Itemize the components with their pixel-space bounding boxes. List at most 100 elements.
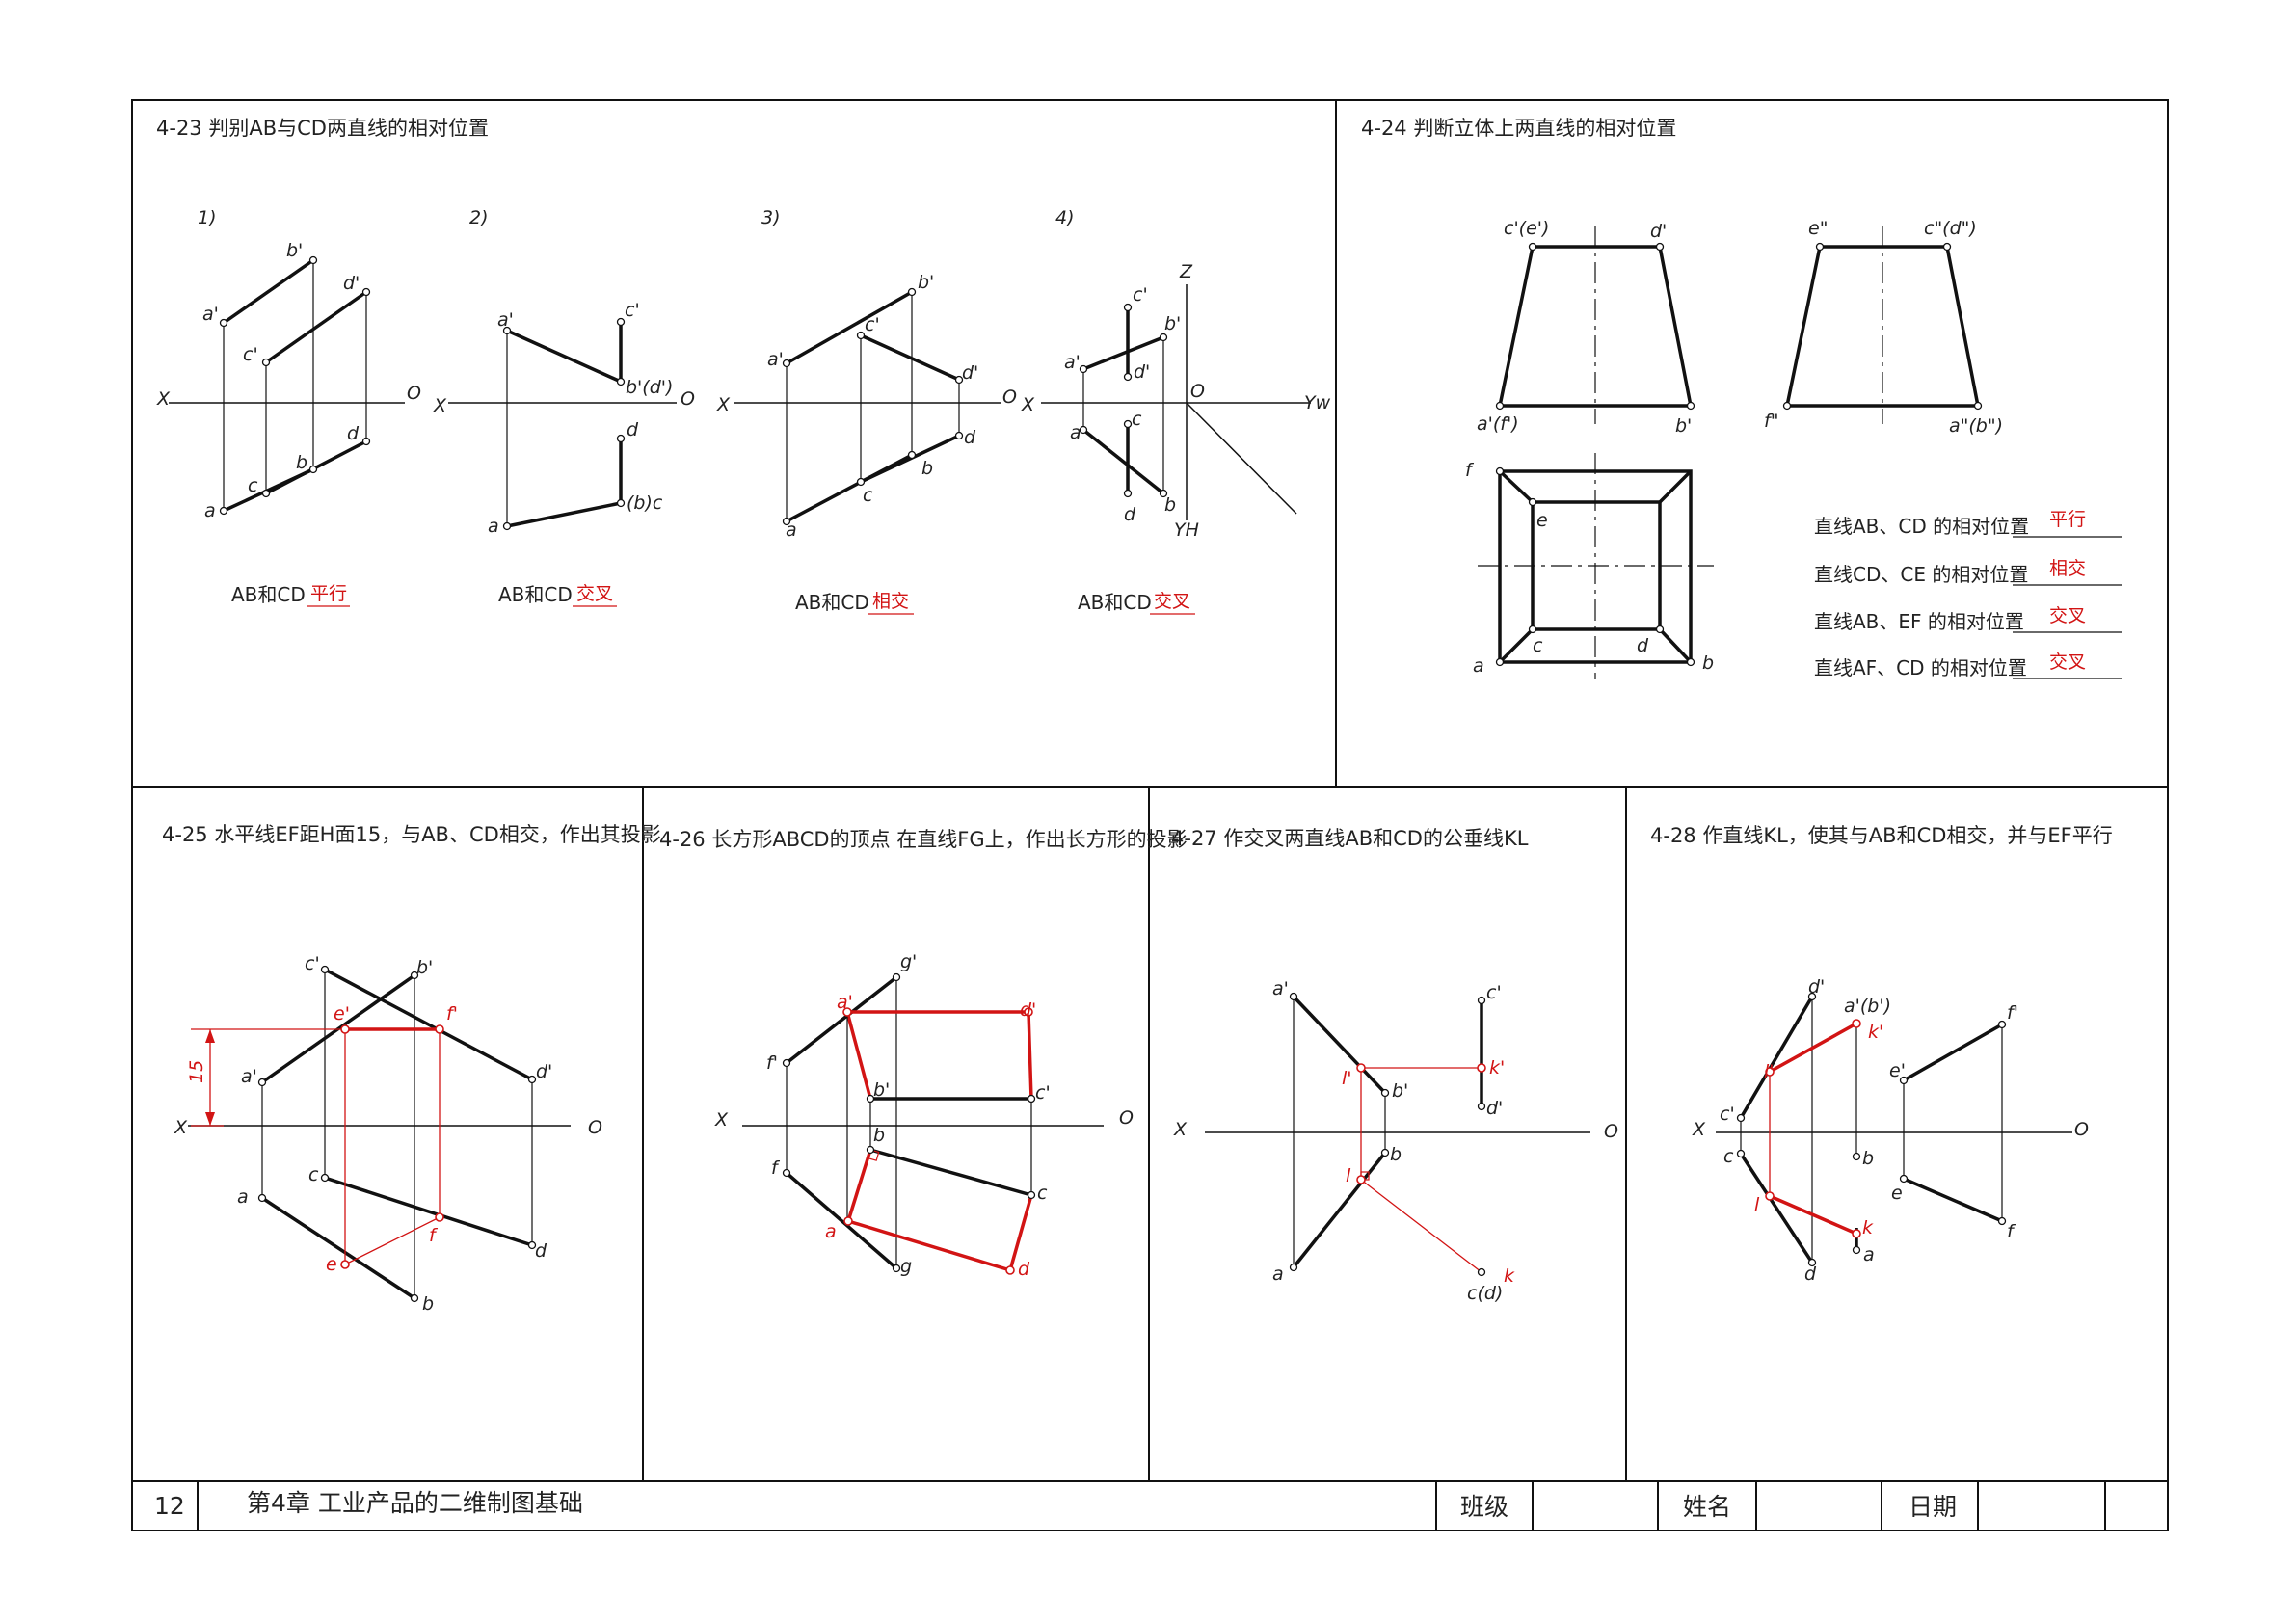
label: d bbox=[347, 423, 360, 444]
label: d bbox=[535, 1240, 547, 1262]
label: e' bbox=[1889, 1060, 1906, 1081]
front-view: c'(e') d' a'(f') b' bbox=[1477, 218, 1695, 437]
question: 直线AB、CD 的相对位置 bbox=[1814, 515, 2029, 538]
label: d bbox=[1124, 504, 1136, 525]
answer: 交叉 bbox=[2049, 605, 2086, 626]
label: a bbox=[488, 516, 499, 537]
label: b'(d') bbox=[626, 377, 673, 398]
axis-x: X bbox=[1021, 394, 1035, 415]
title-4-28: 4-28 作直线KL，使其与AB和CD相交，并与EF平行 bbox=[1650, 824, 2113, 847]
label: d bbox=[1804, 1264, 1817, 1285]
axis-o: O bbox=[588, 1117, 602, 1138]
label: e" bbox=[1808, 218, 1828, 239]
axis-x: X bbox=[714, 1109, 729, 1131]
top-view: f e a c d b bbox=[1465, 453, 1714, 679]
problem-4-23: 4-23 判别AB与CD两直线的相对位置 1) X O bbox=[156, 117, 1331, 615]
label: a' bbox=[202, 304, 219, 325]
label: e bbox=[1536, 510, 1548, 531]
label: f" bbox=[1764, 411, 1778, 432]
label: b' bbox=[1392, 1080, 1408, 1102]
label: b bbox=[1390, 1144, 1402, 1165]
date-field[interactable] bbox=[1980, 1484, 2103, 1529]
caption: AB和CD bbox=[795, 591, 869, 614]
label: d bbox=[1637, 635, 1649, 656]
axis-o: O bbox=[1002, 386, 1017, 408]
red-label: l bbox=[1754, 1194, 1760, 1215]
label: c' bbox=[625, 300, 640, 321]
question: 直线AB、EF 的相对位置 bbox=[1814, 610, 2024, 633]
axis-yh: YH bbox=[1174, 519, 1199, 541]
label: a' bbox=[241, 1066, 257, 1087]
label: d bbox=[627, 419, 639, 440]
label: f bbox=[1465, 460, 1475, 481]
label: c' bbox=[1133, 284, 1148, 306]
answer: 交叉 bbox=[576, 583, 613, 604]
question: 直线AF、CD 的相对位置 bbox=[1814, 656, 2027, 679]
answer: 相交 bbox=[872, 591, 909, 612]
question-rows: 直线AB、CD 的相对位置 平行 直线CD、CE 的相对位置 相交 直线AB、E… bbox=[1814, 509, 2122, 679]
red-label: a bbox=[825, 1221, 837, 1242]
label: c bbox=[863, 485, 873, 506]
problem-4-24: 4-24 判断立体上两直线的相对位置 c'(e') d' a'(f') b' e… bbox=[1361, 117, 2122, 679]
label: d' bbox=[1134, 361, 1150, 383]
title-4-27: 4-27 作交叉两直线AB和CD的公垂线KL bbox=[1171, 827, 1529, 850]
answer: 平行 bbox=[310, 583, 347, 604]
problem-4-28: 4-28 作直线KL，使其与AB和CD相交，并与EF平行 X O bbox=[1650, 824, 2113, 1285]
axis-x: X bbox=[1173, 1119, 1188, 1140]
axis-o: O bbox=[1119, 1107, 1134, 1129]
label: d' bbox=[343, 273, 360, 294]
label: (b)c bbox=[627, 492, 663, 514]
axis-o: O bbox=[1604, 1121, 1618, 1142]
label: a bbox=[1272, 1264, 1284, 1285]
label: a bbox=[1070, 422, 1081, 443]
sub-4: 4) bbox=[1055, 207, 1075, 228]
label: c bbox=[1132, 409, 1142, 430]
label: b bbox=[1702, 652, 1714, 674]
red-label: k' bbox=[1868, 1022, 1883, 1043]
label: d bbox=[964, 427, 976, 448]
fig-4-23-4: 4) X O Z Yw YH bbox=[1021, 207, 1331, 615]
label: b bbox=[1862, 1148, 1874, 1169]
axis-o: O bbox=[681, 388, 695, 410]
label: a bbox=[237, 1186, 249, 1208]
label: c"(d") bbox=[1924, 218, 1977, 239]
problem-4-25: 4-25 水平线EF距H面15，与AB、CD相交，作出其投影 X O 15 bbox=[162, 823, 661, 1315]
label: c'(e') bbox=[1504, 218, 1549, 239]
frame bbox=[131, 99, 2169, 1531]
label: b' bbox=[1164, 313, 1181, 334]
answer: 交叉 bbox=[1154, 591, 1190, 612]
axis-yw: Yw bbox=[1304, 392, 1331, 413]
caption: AB和CD bbox=[498, 583, 573, 606]
label: b bbox=[873, 1125, 885, 1146]
label: b bbox=[921, 458, 933, 479]
axis-z: Z bbox=[1179, 261, 1193, 282]
name-field[interactable] bbox=[1758, 1484, 1880, 1529]
class-field[interactable] bbox=[1535, 1484, 1656, 1529]
label: d' bbox=[1650, 221, 1667, 242]
label: g' bbox=[900, 951, 917, 972]
title-4-24: 4-24 判断立体上两直线的相对位置 bbox=[1361, 117, 1676, 140]
red-label: f bbox=[429, 1225, 439, 1246]
red-label: e bbox=[326, 1254, 337, 1275]
axis-o: O bbox=[1190, 381, 1205, 402]
label: b bbox=[296, 452, 307, 473]
title-block: 12 第4章 工业产品的二维制图基础 班级 姓名 日期 bbox=[154, 1484, 2103, 1529]
label: f' bbox=[2007, 1002, 2018, 1024]
label: c' bbox=[1486, 982, 1502, 1003]
answer: 平行 bbox=[2049, 509, 2086, 530]
label: a bbox=[786, 519, 797, 541]
label: c' bbox=[305, 953, 320, 974]
red-label: a' bbox=[837, 992, 853, 1013]
red-label: d' bbox=[1020, 999, 1036, 1021]
label: d' bbox=[536, 1061, 552, 1082]
label: c(d) bbox=[1467, 1283, 1503, 1304]
axis-x: X bbox=[156, 388, 171, 410]
red-label: e' bbox=[334, 1003, 350, 1024]
red-label: k bbox=[1862, 1217, 1874, 1238]
label: d' bbox=[962, 362, 978, 384]
label: a bbox=[1863, 1244, 1875, 1265]
title-4-26: 4-26 长方形ABCD的顶点 在直线FG上，作出长方形的投影 bbox=[659, 828, 1188, 851]
label: a' bbox=[767, 349, 784, 370]
axis-x: X bbox=[716, 394, 731, 415]
